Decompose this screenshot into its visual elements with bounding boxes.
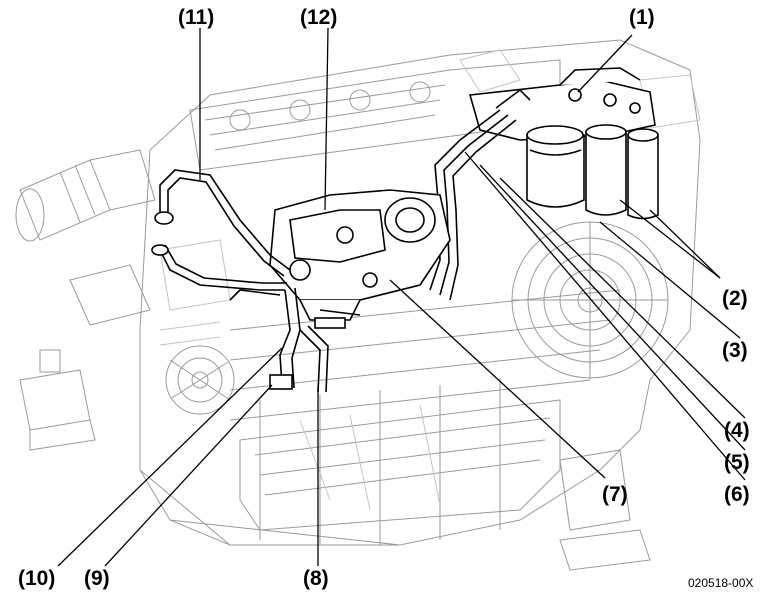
- figure-code: 020518-00X: [688, 576, 754, 590]
- leader-5: [479, 164, 746, 451]
- air-cleaner-ghost: [15, 149, 156, 326]
- leader-2a: [619, 199, 721, 279]
- leader-2b: [649, 209, 721, 279]
- callout-11: (11): [178, 6, 215, 29]
- callout-8: (8): [303, 567, 329, 590]
- crank-pulley-ghost: [165, 345, 235, 415]
- fuel-feed-pipes: [151, 244, 361, 393]
- leader-3: [599, 221, 741, 339]
- fuel-filter-cartridge-third: [627, 128, 659, 220]
- callout-leader-lines: [57, 27, 746, 567]
- engine-block-ghost: [139, 39, 701, 546]
- callout-5: (5): [724, 451, 750, 474]
- leader-9: [104, 384, 273, 567]
- fuel-filter-cartridge-second: [585, 124, 627, 216]
- flywheel-housing-ghost: [511, 221, 669, 379]
- callout-9: (9): [84, 567, 110, 590]
- callout-7: (7): [602, 483, 628, 506]
- leader-10: [57, 347, 283, 567]
- callout-2: (2): [722, 287, 748, 310]
- callout-10: (10): [18, 567, 56, 590]
- callout-4: (4): [724, 419, 750, 442]
- callout-12: (12): [300, 6, 338, 29]
- callout-3: (3): [722, 339, 748, 362]
- leader-6: [464, 151, 746, 481]
- callout-6: (6): [724, 483, 750, 506]
- fuel-filter-cartridge-main: [526, 125, 585, 208]
- injection-pump: [269, 189, 451, 329]
- callout-1: (1): [629, 6, 655, 29]
- leader-7: [389, 279, 606, 479]
- leader-1: [577, 34, 633, 93]
- engine-mount-ghost: [19, 349, 651, 571]
- leader-12: [324, 27, 329, 211]
- fuel-return-line: [154, 169, 291, 277]
- leader-4: [499, 177, 746, 419]
- fuel-line-bundle: [429, 88, 531, 301]
- engine-detail-light: [159, 49, 701, 511]
